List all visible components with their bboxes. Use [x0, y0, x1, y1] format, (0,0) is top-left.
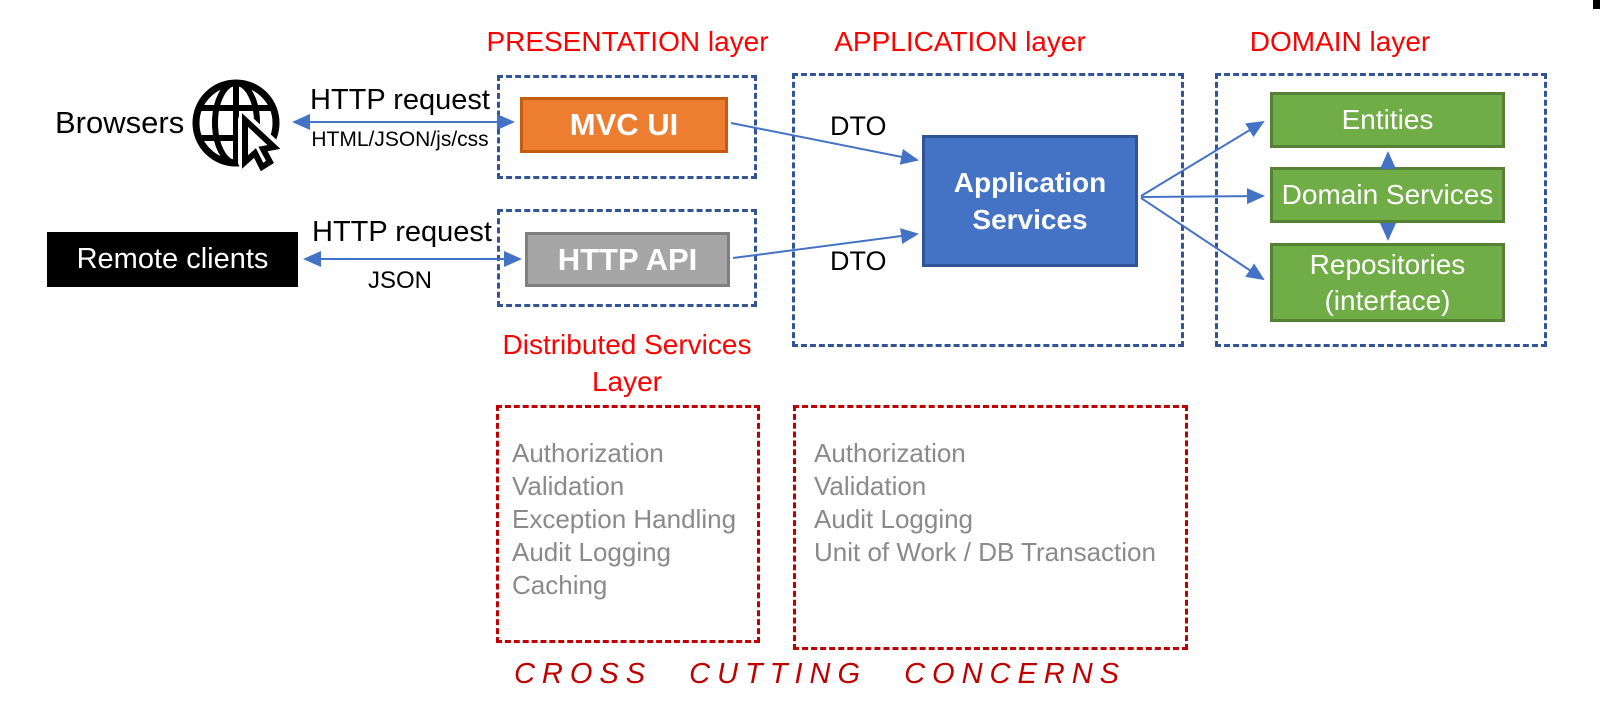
- repositories-line2: (interface): [1324, 284, 1451, 316]
- application-layer-title: APPLICATION layer: [834, 26, 1086, 57]
- cross-cutting-left-box: [496, 405, 760, 643]
- list-item: Authorization: [512, 438, 664, 468]
- domain-services-box: Domain Services: [1270, 167, 1505, 223]
- list-item: Unit of Work / DB Transaction: [814, 537, 1156, 567]
- list-item: Validation: [814, 471, 927, 501]
- distributed-services-layer-label: Distributed Services Layer: [472, 326, 782, 400]
- list-item: Authorization: [814, 438, 966, 468]
- list-item: Audit Logging: [814, 504, 974, 534]
- application-services-box: Application Services: [922, 135, 1138, 267]
- dto-label-bottom: DTO: [830, 246, 887, 276]
- list-item: Exception Handling: [512, 504, 737, 534]
- entities-box: Entities: [1270, 92, 1505, 148]
- distributed-services-line2: Layer: [591, 366, 663, 397]
- dto-label-top: DTO: [830, 111, 887, 141]
- list-item: Validation: [512, 471, 625, 501]
- remote-clients-box: Remote clients: [47, 232, 298, 287]
- repositories-box: Repositories (interface): [1270, 243, 1505, 322]
- distributed-services-line1: Distributed Services: [502, 329, 752, 360]
- http-api-box: HTTP API: [525, 232, 730, 287]
- mvc-ui-box: MVC UI: [520, 97, 728, 153]
- remote-request-label: HTTP request: [312, 216, 492, 248]
- repositories-line1: Repositories: [1309, 248, 1466, 280]
- list-item: Caching: [512, 570, 608, 600]
- cross-cutting-right-list: Authorization Validation Audit Logging U…: [814, 437, 1156, 569]
- globe-with-cursor-icon: [192, 79, 281, 174]
- browsers-label: Browsers: [55, 105, 185, 140]
- screen-artifact: [1593, 0, 1600, 9]
- presentation-layer-title: PRESENTATION layer: [486, 26, 769, 57]
- cross-cutting-right-box: [793, 405, 1188, 650]
- browsers-request-label: HTTP request: [310, 84, 490, 116]
- domain-layer-title: DOMAIN layer: [1249, 26, 1431, 57]
- browsers-response-label: HTML/JSON/js/css: [311, 128, 489, 151]
- remote-response-label: JSON: [367, 267, 432, 294]
- cross-cutting-heading: CROSS CUTTING CONCERNS: [513, 658, 1127, 690]
- list-item: Audit Logging: [512, 537, 672, 567]
- cross-cutting-left-list: Authorization Validation Exception Handl…: [512, 437, 736, 602]
